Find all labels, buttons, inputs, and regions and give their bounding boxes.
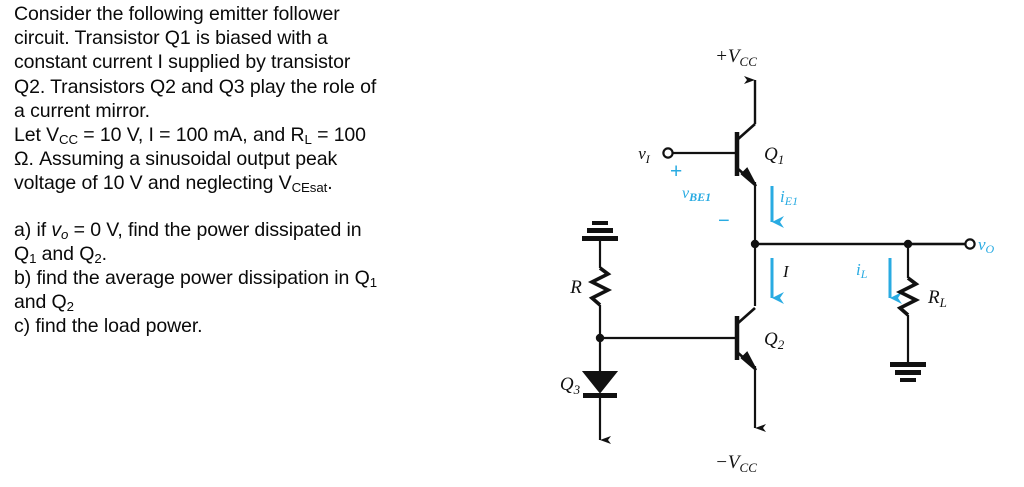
ground-symbol-load — [890, 362, 926, 382]
vcc-negative-label: −VCC — [715, 452, 757, 475]
circuit-diagram: +VCC Q1 vI + vBE — [540, 0, 1024, 487]
load-ground-bar-small — [900, 378, 916, 382]
question-a-conjunction: and Q — [36, 242, 95, 265]
q3-cathode-bar — [583, 393, 617, 398]
vcc-positive-label: +VCC — [715, 46, 757, 69]
question-b-q1-subscript: 1 — [369, 274, 377, 290]
il-label: iL — [856, 260, 868, 281]
given-current-text: = 10 V, I = 100 mA, and R — [77, 124, 305, 147]
q1-collector-lead — [736, 123, 756, 141]
question-a-q2-subscript: 2 — [94, 250, 102, 266]
ground-bar-large — [582, 236, 618, 241]
load-ground-bar-large — [890, 362, 926, 367]
given-values-line-2: Ω. Assuming a sinusoidal output peak — [14, 148, 338, 171]
q3-label: Q3 — [560, 374, 581, 397]
given-vcesat-subscript: CEsat — [291, 180, 328, 196]
question-a-prefix: a) if — [14, 218, 52, 241]
load-branch: RL — [890, 239, 947, 382]
given-vcesat-prefix: voltage of 10 V and neglecting V — [14, 172, 292, 195]
resistor-r-zigzag — [587, 266, 613, 307]
question-b-line-1: b) find the average power dissipation in… — [14, 266, 524, 290]
question-a-variable-subscript: o — [60, 226, 69, 242]
q2-label: Q2 — [764, 329, 785, 352]
question-a-line-2: Q1 and Q2. — [14, 242, 524, 266]
given-vcc-prefix: Let V — [14, 124, 60, 147]
transistor-q3-diode — [581, 371, 619, 398]
ie1-label: iE1 — [780, 187, 798, 208]
q2-emitter-arrow — [740, 351, 757, 371]
paragraph-spacer — [14, 196, 524, 218]
problem-statement: Consider the following emitter follower … — [14, 2, 524, 339]
vbe1-plus-sign: + — [670, 160, 682, 183]
resistor-rl-label: RL — [927, 287, 947, 310]
vbe1-label: vBE1 — [682, 185, 711, 204]
given-vcesat-period: . — [327, 172, 333, 195]
given-vcc-subscript: CC — [59, 131, 78, 147]
i-label: I — [782, 262, 790, 281]
q1-emitter-arrow — [740, 167, 757, 187]
vi-terminal-circle — [662, 147, 674, 159]
resistor-r-label: R — [569, 277, 582, 298]
given-rl-value: = 100 — [311, 124, 366, 147]
ground-symbol-top — [582, 221, 618, 241]
intro-line-4: Q2. Transistors Q2 and Q3 play the role … — [14, 75, 377, 98]
ground-bar-medium — [587, 228, 613, 233]
intro-line-2: circuit. Transistor Q1 is biased with a — [14, 27, 328, 50]
intro-line-5: a current mirror. — [14, 99, 150, 122]
question-b-line-2: and Q2 — [14, 290, 524, 314]
resistor-rl-zigzag — [895, 276, 921, 317]
question-c-line-1: c) find the load power. — [14, 315, 203, 338]
question-b-q2-subscript: 2 — [66, 299, 74, 315]
question-a-suffix: = 0 V, find the power dissipated in — [68, 218, 362, 241]
question-b-conjunction: and Q — [14, 291, 67, 314]
ground-bar-small — [592, 221, 608, 225]
given-values-line-1: Let VCC = 10 V, I = 100 mA, and RL = 100 — [14, 123, 524, 147]
q3-triangle — [581, 371, 619, 394]
question-a-line-1: a) if vo = 0 V, find the power dissipate… — [14, 218, 524, 242]
question-a-q1: Q — [14, 242, 30, 265]
question-b-prefix: b) find the average power dissipation in… — [14, 267, 370, 290]
input-terminal-vi — [662, 147, 674, 159]
transistor-q2 — [600, 307, 766, 432]
vbe1-minus-sign: − — [718, 210, 730, 232]
transistor-q1 — [670, 123, 757, 244]
question-a-variable: v — [51, 218, 61, 241]
intro-line-1: Consider the following emitter follower — [14, 3, 340, 25]
given-rl-subscript: L — [304, 131, 312, 147]
question-a-q1-subscript: 1 — [29, 250, 37, 266]
q2-collector-lead — [736, 307, 756, 325]
mirror-node-dot — [595, 333, 605, 343]
vi-label: vI — [638, 144, 651, 166]
q1-label: Q1 — [764, 144, 784, 167]
given-values-line-3: voltage of 10 V and neglecting VCEsat. — [14, 171, 524, 195]
bias-branch: R Q3 — [560, 221, 619, 444]
intro-line-3: constant current I supplied by transisto… — [14, 51, 351, 74]
question-a-period: . — [101, 242, 107, 265]
load-ground-bar-medium — [895, 370, 921, 375]
vo-terminal-circle — [964, 238, 976, 250]
vo-label: vO — [978, 235, 995, 256]
